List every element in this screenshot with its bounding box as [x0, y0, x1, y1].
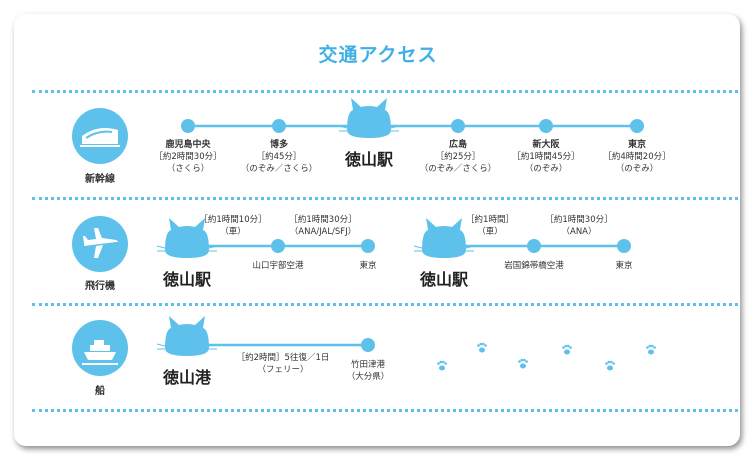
- station-dot-hiroshima: [451, 119, 465, 133]
- bullet-train-icon: [72, 108, 128, 164]
- cat-tokuyama-air2: [413, 217, 475, 259]
- air2-origin: 徳山駅: [419, 270, 469, 289]
- air1-leg1-mode: （車）: [220, 227, 246, 237]
- air1-leg1-time: ［約1時間10分］: [199, 215, 267, 225]
- dot-ube-airport: [271, 239, 285, 253]
- travel-time-tokyo: ［約4時間20分］: [603, 152, 671, 162]
- divider-2: [32, 303, 738, 306]
- station-name-tokyo: 東京: [627, 140, 647, 150]
- travel-time-hakata: ［約45分］: [256, 152, 302, 162]
- air1-leg2-time: ［約1時間30分］: [289, 215, 357, 225]
- paw-icon: [646, 344, 656, 355]
- service-hiroshima: （のぞみ／さくら）: [419, 164, 497, 174]
- page-title: 交通アクセス: [318, 44, 438, 66]
- air1-dest: 東京: [359, 261, 377, 271]
- paw-icon: [437, 360, 447, 371]
- ship-origin: 徳山港: [162, 368, 212, 387]
- air1-airport: 山口宇部空港: [252, 261, 304, 271]
- station-name-tokuyama: 徳山駅: [344, 150, 394, 169]
- air2-dest: 東京: [615, 261, 633, 271]
- air2-leg2-airline: （ANA）: [561, 227, 597, 237]
- air2-leg1-time: ［約1時間］: [466, 215, 514, 225]
- divider-1: [32, 197, 738, 200]
- dot-tokyo-air1: [361, 239, 375, 253]
- dot-taketazu-port: [361, 338, 375, 352]
- air1-origin: 徳山駅: [162, 270, 212, 289]
- cat-tokuyama-port: [156, 315, 218, 357]
- access-card: [14, 14, 740, 446]
- paw-icon: [562, 344, 572, 355]
- travel-time-shinosaka: ［約1時間45分］: [512, 152, 580, 162]
- cat-tokuyama-shinkansen: [338, 97, 400, 139]
- service-shinosaka: （のぞみ）: [524, 164, 568, 174]
- service-tokyo: （のぞみ）: [615, 164, 659, 174]
- ship-icon: [72, 320, 128, 376]
- travel-time-kagoshima: ［約2時間30分］: [154, 152, 222, 162]
- divider-top: [32, 90, 738, 93]
- station-name-kagoshima: 鹿児島中央: [165, 140, 211, 150]
- station-dot-tokyo: [630, 119, 644, 133]
- station-name-hakata: 博多: [269, 140, 289, 150]
- ship-label: 船: [95, 386, 105, 397]
- ship-dest-pref: （大分県）: [346, 372, 390, 382]
- air2-leg1-mode: （車）: [477, 227, 503, 237]
- divider-bottom: [32, 409, 738, 412]
- paw-icon: [477, 342, 487, 353]
- air2-leg2-time: ［約1時間30分］: [545, 215, 613, 225]
- paw-icon: [605, 360, 615, 371]
- station-name-shinosaka: 新大阪: [532, 140, 560, 150]
- airplane-icon: [72, 216, 128, 272]
- station-dot-kagoshima: [181, 119, 195, 133]
- service-kagoshima: （さくら）: [166, 164, 210, 174]
- shinkansen-label: 新幹線: [85, 174, 115, 185]
- station-name-hiroshima: 広島: [448, 140, 468, 150]
- station-dot-shinosaka: [539, 119, 553, 133]
- air2-airport: 岩国錦帯橋空港: [504, 261, 564, 271]
- paw-icon: [518, 358, 528, 369]
- station-dot-hakata: [272, 119, 286, 133]
- dot-tokyo-air2: [617, 239, 631, 253]
- ship-time: ［約2時間］5往復／1日: [236, 353, 330, 363]
- ship-dest-name: 竹田津港: [350, 360, 386, 370]
- ship-type: （フェリー）: [257, 365, 309, 375]
- air-label: 飛行機: [85, 281, 115, 292]
- air1-leg2-airline: （ANA/JAL/SFJ）: [289, 227, 357, 237]
- service-hakata: （のぞみ／さくら）: [240, 164, 318, 174]
- dot-iwakuni-airport: [527, 239, 541, 253]
- travel-time-hiroshima: ［約25分］: [435, 152, 481, 162]
